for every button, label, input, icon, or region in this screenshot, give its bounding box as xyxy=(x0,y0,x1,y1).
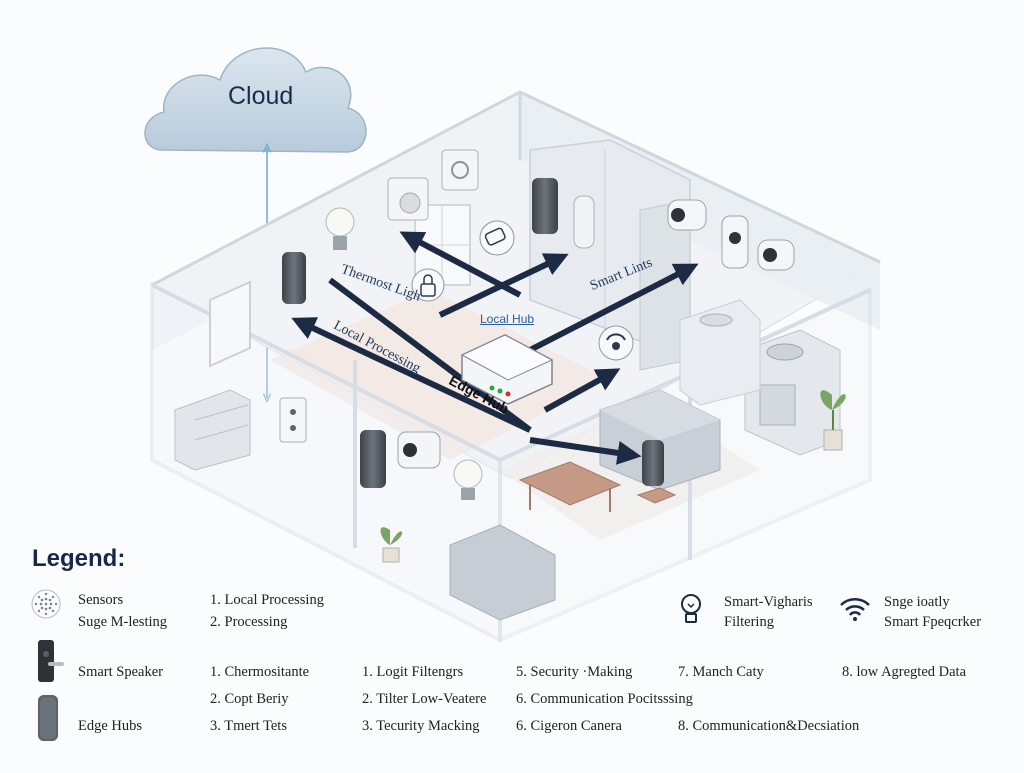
arrow-local-processing xyxy=(291,317,532,433)
arrow-to-living-speaker xyxy=(529,437,642,465)
smart-speaker-living xyxy=(642,440,664,486)
arrow-to-kitchen xyxy=(438,253,569,318)
cloud-label: Cloud xyxy=(228,82,294,110)
edge-hub-icon xyxy=(38,695,58,741)
legend-item: 8. low Agregted Data xyxy=(842,664,967,680)
sofa-right xyxy=(599,389,721,491)
wifi-icon xyxy=(840,598,870,621)
sensor-icon-badge xyxy=(479,220,515,256)
light-bulb-bottom xyxy=(453,459,483,500)
wall-thermostat xyxy=(441,149,479,191)
local-hub-label: Local Hub xyxy=(480,312,535,326)
smart-lock-icon xyxy=(38,640,64,682)
legend-edge-hubs-label: Edge Hubs xyxy=(78,718,143,734)
wall-switch xyxy=(279,397,307,443)
window-left xyxy=(209,280,251,368)
legend-item: 8. Communication&Decsiation xyxy=(678,718,860,734)
smart-hub-cylinder xyxy=(573,195,595,249)
smart-speaker-kitchen xyxy=(532,178,558,234)
legend-item: 2. Processing xyxy=(210,614,288,630)
security-camera-group xyxy=(667,199,795,271)
legend-sensors-label: Sensors xyxy=(78,592,124,608)
wifi-icon-badge xyxy=(598,325,634,361)
sofa-bottom xyxy=(449,524,556,621)
plant-right xyxy=(820,390,846,451)
legend-wifi-sublabel: Smart Fpeqcrker xyxy=(884,614,982,630)
legend-light-sublabel: Filtering xyxy=(724,614,774,630)
wall-sensor-box xyxy=(387,177,429,221)
security-camera-small xyxy=(397,431,441,469)
rug-left xyxy=(270,290,610,460)
sink-counter xyxy=(679,299,761,406)
legend-item: 6. Cigeron Canera xyxy=(516,718,622,734)
light-bulb-icon xyxy=(681,594,701,623)
side-table xyxy=(636,487,677,504)
data-flow-arrows xyxy=(291,231,699,465)
legend-item: 1. Logit Filtengrs xyxy=(362,664,464,680)
arrow-smart-lights xyxy=(528,263,699,353)
kitchen-cabinets xyxy=(529,139,691,371)
light-bulb-top xyxy=(325,207,355,250)
legend-title: Legend: xyxy=(32,545,126,572)
legend-item: 2. Tilter Low-Veatere xyxy=(362,691,487,707)
legend-item: 6. Communication Pocitsssing xyxy=(516,691,693,707)
legend-item: 2. Copt Beriy xyxy=(210,691,289,707)
edge-hub-device xyxy=(460,334,554,405)
coffee-table xyxy=(518,461,622,512)
legend-wifi-label: Snge ioatly xyxy=(884,594,950,610)
plant-bathroom xyxy=(380,527,403,563)
legend-item: 3. Tecurity Macking xyxy=(362,718,480,734)
legend-item: 7. Manch Caty xyxy=(678,664,764,680)
smart-speaker-left xyxy=(282,252,306,304)
dresser xyxy=(174,389,251,471)
sensor-icon xyxy=(31,589,61,619)
legend-item: 5. Security ·Making xyxy=(516,664,633,680)
stove xyxy=(744,329,841,456)
legend-sensors-sublabel: Suge M-lesting xyxy=(78,614,168,630)
smart-speaker-bath xyxy=(360,430,386,488)
legend-item: 1. Chermositante xyxy=(210,664,310,680)
arrow-to-sofa-area xyxy=(543,368,621,413)
legend-item: 1. Local Processing xyxy=(210,592,324,608)
lock-icon-badge xyxy=(411,268,445,302)
legend-smart-speaker-label: Smart Speaker xyxy=(78,664,163,680)
legend-light-label: Smart-Vigharis xyxy=(724,594,813,610)
legend-item: 3. Tmert Tets xyxy=(210,718,287,734)
arrow-thermostat-to-hub xyxy=(328,277,532,433)
cloud xyxy=(144,47,367,153)
